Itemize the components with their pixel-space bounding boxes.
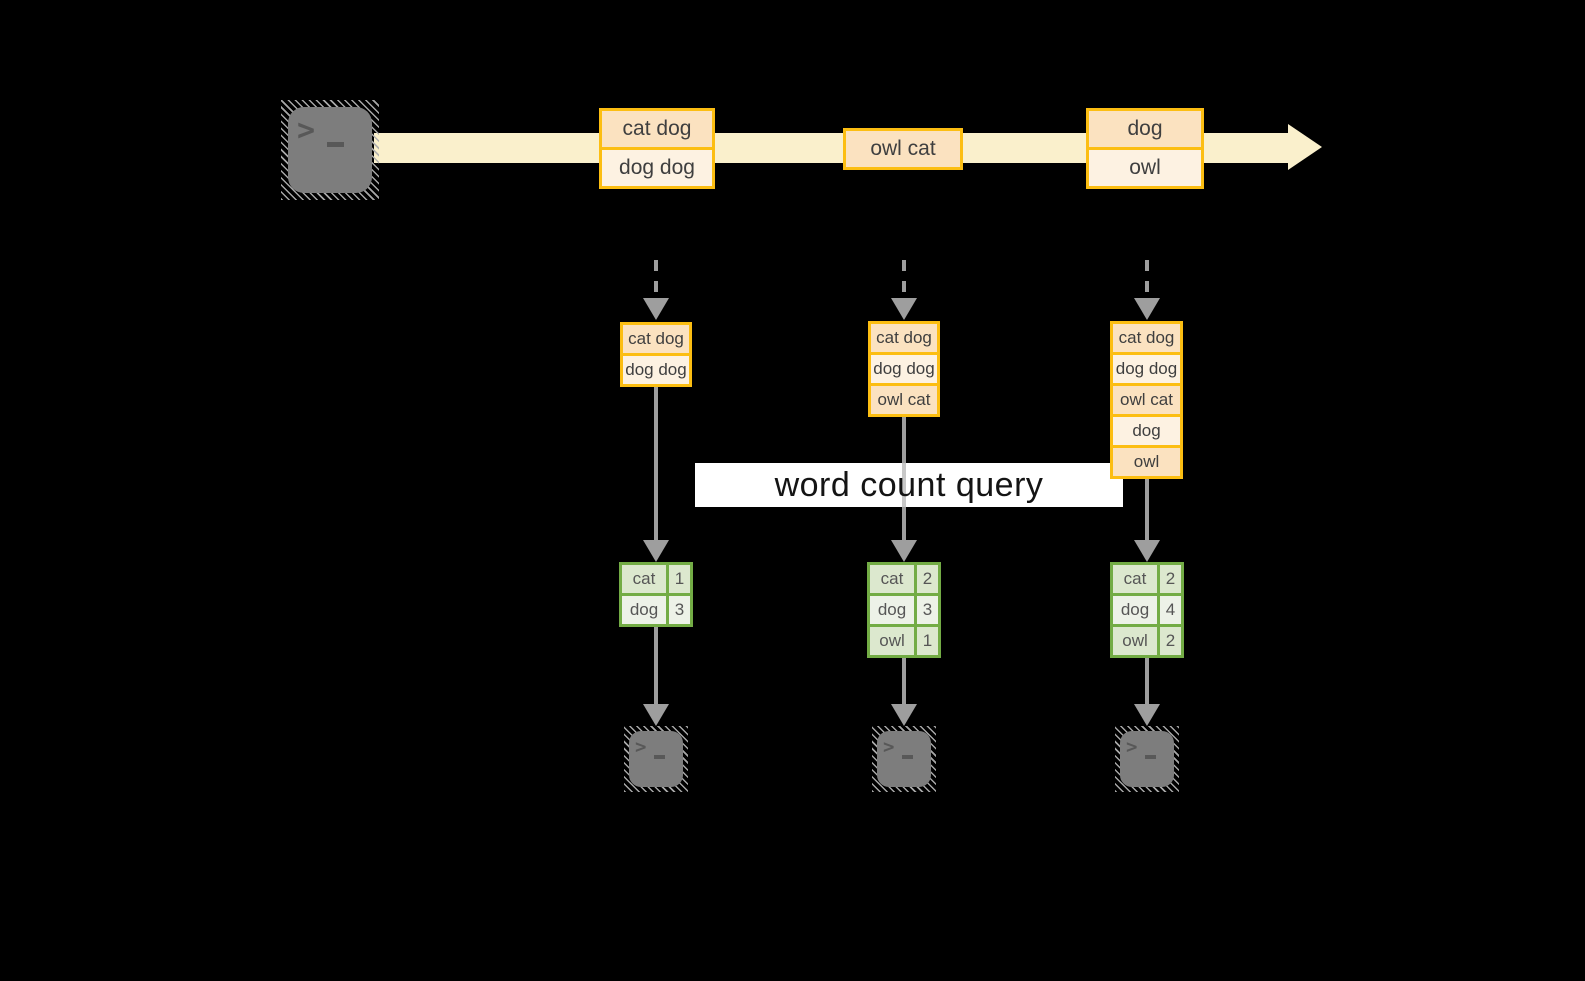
dashed-arrow-line bbox=[1145, 260, 1149, 298]
sink-arrow-line bbox=[654, 627, 658, 704]
buffer-row: owl cat bbox=[871, 383, 937, 414]
buffer-row: owl bbox=[1113, 445, 1180, 476]
stream-arrowhead bbox=[1288, 124, 1322, 170]
count-value: 2 bbox=[1157, 565, 1181, 593]
count-table: cat 2 dog 3 owl 1 bbox=[867, 562, 941, 658]
sink-arrow-head bbox=[1134, 704, 1160, 726]
count-word: dog bbox=[877, 600, 907, 619]
count-row: owl 1 bbox=[870, 624, 938, 655]
dashed-arrow-line bbox=[902, 260, 906, 298]
sink-arrow-head bbox=[891, 704, 917, 726]
count-value: 1 bbox=[666, 565, 690, 593]
stream-event-row: dog bbox=[1089, 111, 1201, 147]
sink-arrow-head bbox=[643, 704, 669, 726]
buffer-row: cat dog bbox=[871, 324, 937, 352]
query-arrow-head bbox=[1134, 540, 1160, 562]
terminal-screen bbox=[629, 731, 683, 787]
stream-event-row: owl bbox=[1089, 147, 1201, 186]
prompt-underscore-icon bbox=[327, 142, 344, 147]
stream-event-row: cat dog bbox=[602, 111, 712, 147]
stream-event-box: owl cat bbox=[843, 128, 963, 170]
count-word: owl bbox=[1122, 631, 1148, 650]
count-word: cat bbox=[1123, 569, 1147, 588]
dashed-arrow-head bbox=[1134, 298, 1160, 320]
terminal-screen bbox=[877, 731, 931, 787]
query-arrow-head bbox=[643, 540, 669, 562]
query-arrow-line bbox=[654, 387, 658, 540]
count-word: dog bbox=[1120, 600, 1150, 619]
prompt-underscore-icon bbox=[902, 755, 913, 759]
count-row: cat 1 bbox=[622, 565, 690, 593]
count-word: cat bbox=[632, 569, 656, 588]
buffer-row: cat dog bbox=[623, 325, 689, 353]
source-terminal-icon: > bbox=[281, 100, 379, 200]
count-word: owl bbox=[879, 631, 905, 650]
query-arrow-line bbox=[1145, 479, 1149, 540]
count-value: 3 bbox=[666, 596, 690, 624]
prompt-chevron-icon: > bbox=[1126, 736, 1138, 758]
count-row: dog 3 bbox=[622, 593, 690, 624]
prompt-underscore-icon bbox=[1145, 755, 1156, 759]
count-row: dog 3 bbox=[870, 593, 938, 624]
prompt-underscore-icon bbox=[654, 755, 665, 759]
stream-line-overlay bbox=[902, 463, 906, 507]
sink-terminal-icon: > bbox=[1115, 726, 1179, 792]
count-value: 3 bbox=[914, 596, 938, 624]
dashed-arrow-head bbox=[643, 298, 669, 320]
sink-terminal-icon: > bbox=[872, 726, 936, 792]
prompt-chevron-icon: > bbox=[635, 736, 647, 758]
query-arrow-head bbox=[891, 540, 917, 562]
buffer-row: dog dog bbox=[871, 352, 937, 383]
buffer-row: dog dog bbox=[623, 353, 689, 384]
terminal-screen bbox=[288, 107, 372, 193]
dashed-arrow-line bbox=[654, 260, 658, 298]
stream-event-row: dog dog bbox=[602, 147, 712, 186]
count-row: dog 4 bbox=[1113, 593, 1181, 624]
stream-event-row: owl cat bbox=[846, 131, 960, 167]
dashed-arrow-head bbox=[891, 298, 917, 320]
terminal-screen bbox=[1120, 731, 1174, 787]
count-value: 2 bbox=[914, 565, 938, 593]
buffer-row: owl cat bbox=[1113, 383, 1180, 414]
count-table: cat 1 dog 3 bbox=[619, 562, 693, 627]
sink-arrow-line bbox=[1145, 658, 1149, 704]
count-value: 2 bbox=[1157, 627, 1181, 655]
buffer-row: dog dog bbox=[1113, 352, 1180, 383]
count-value: 1 bbox=[914, 627, 938, 655]
count-row: owl 2 bbox=[1113, 624, 1181, 655]
count-word: dog bbox=[629, 600, 659, 619]
sink-arrow-line bbox=[902, 658, 906, 704]
count-row: cat 2 bbox=[870, 565, 938, 593]
count-value: 4 bbox=[1157, 596, 1181, 624]
count-row: cat 2 bbox=[1113, 565, 1181, 593]
prompt-chevron-icon: > bbox=[297, 113, 316, 148]
buffer-row: cat dog bbox=[1113, 324, 1180, 352]
count-table: cat 2 dog 4 owl 2 bbox=[1110, 562, 1184, 658]
prompt-chevron-icon: > bbox=[883, 736, 895, 758]
banner-label: word count query bbox=[774, 465, 1044, 504]
word-count-query-banner: word count query bbox=[695, 463, 1123, 507]
sink-terminal-icon: > bbox=[624, 726, 688, 792]
buffer-row: dog bbox=[1113, 414, 1180, 445]
count-word: cat bbox=[880, 569, 904, 588]
